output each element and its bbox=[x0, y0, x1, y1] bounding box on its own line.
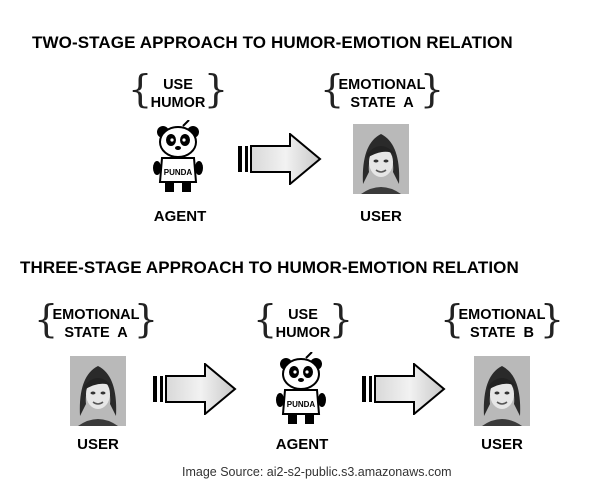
left-brace-icon: { bbox=[34, 297, 59, 341]
image-source-text: Image Source: ai2-s2-public.s3.amazonaws… bbox=[182, 465, 452, 479]
user-photo bbox=[474, 355, 530, 427]
label-line1: EMOTIONAL bbox=[52, 307, 140, 323]
emotional-state-a-label-bottom: { EMOTIONAL STATE A } bbox=[34, 297, 158, 346]
user-caption-bottom-right: USER bbox=[481, 436, 523, 453]
left-brace-icon: { bbox=[128, 67, 153, 111]
label-line1: EMOTIONAL bbox=[458, 307, 546, 323]
use-humor-label-top: { USE HUMOR } bbox=[128, 67, 228, 116]
agent-caption-top: AGENT bbox=[153, 208, 207, 225]
right-brace-icon: } bbox=[328, 297, 353, 341]
three-stage-title: THREE-STAGE APPROACH TO HUMOR-EMOTION RE… bbox=[20, 258, 519, 277]
label-line2: STATE A bbox=[64, 325, 128, 341]
label-line2: STATE B bbox=[470, 325, 534, 341]
arrow-icon bbox=[237, 133, 323, 185]
panda-shirt-text: PUNDA bbox=[164, 168, 193, 177]
panda-agent-icon: PUNDA bbox=[153, 120, 205, 196]
panda-shirt-text: PUNDA bbox=[287, 400, 316, 409]
panda-agent-icon: PUNDA bbox=[276, 352, 328, 428]
label-line1: EMOTIONAL bbox=[338, 77, 426, 93]
right-brace-icon: } bbox=[539, 297, 564, 341]
left-brace-icon: { bbox=[440, 297, 465, 341]
agent-caption-bottom: AGENT bbox=[275, 436, 329, 453]
two-stage-title: TWO-STAGE APPROACH TO HUMOR-EMOTION RELA… bbox=[32, 33, 513, 52]
label-line1: USE bbox=[288, 307, 318, 323]
user-photo bbox=[70, 355, 126, 427]
right-brace-icon: } bbox=[419, 67, 444, 111]
label-line2: STATE A bbox=[350, 95, 414, 111]
right-brace-icon: } bbox=[133, 297, 158, 341]
user-caption-bottom-left: USER bbox=[77, 436, 119, 453]
use-humor-label-bottom: { USE HUMOR } bbox=[253, 297, 353, 346]
user-photo bbox=[353, 123, 409, 195]
arrow-icon bbox=[361, 363, 447, 415]
label-line1: USE bbox=[163, 77, 193, 93]
label-line2: HUMOR bbox=[150, 95, 206, 111]
right-brace-icon: } bbox=[203, 67, 228, 111]
label-line2: HUMOR bbox=[275, 325, 331, 341]
arrow-icon bbox=[152, 363, 238, 415]
emotional-state-a-label-top: { EMOTIONAL STATE A } bbox=[320, 67, 444, 116]
left-brace-icon: { bbox=[320, 67, 345, 111]
user-caption-top: USER bbox=[360, 208, 402, 225]
emotional-state-b-label-bottom: { EMOTIONAL STATE B } bbox=[440, 297, 564, 346]
left-brace-icon: { bbox=[253, 297, 278, 341]
